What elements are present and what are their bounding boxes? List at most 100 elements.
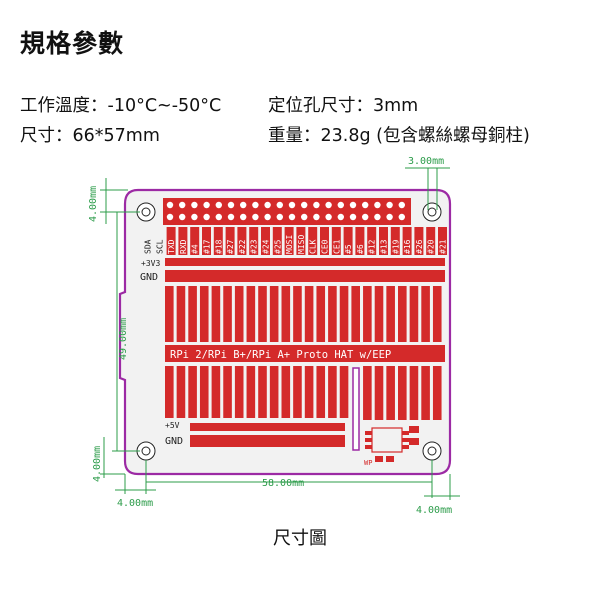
proto-strip <box>386 286 395 342</box>
gpio-pin <box>398 213 405 221</box>
gpio-pin <box>227 213 235 221</box>
proto-strip <box>281 366 291 418</box>
proto-strip <box>328 286 337 342</box>
proto-strip <box>188 366 197 418</box>
signal-column <box>225 227 235 255</box>
proto-strip <box>258 286 267 342</box>
gpio-pin <box>276 213 283 221</box>
signal-label: #5 <box>344 244 353 254</box>
signal-column <box>272 227 282 255</box>
proto-strip <box>211 286 221 342</box>
signal-label: #27 <box>226 239 235 254</box>
signal-label: SCL <box>155 239 164 254</box>
signal-column <box>178 227 188 255</box>
proto-strip <box>223 286 232 342</box>
gpio-pin <box>252 201 259 209</box>
proto-strip <box>304 286 314 342</box>
wp-label: WP <box>364 459 372 467</box>
proto-strip <box>432 366 442 420</box>
signal-column <box>367 227 377 255</box>
signal-column <box>343 227 353 255</box>
gpio-pin <box>166 201 174 209</box>
gpio-pin <box>325 213 332 221</box>
proto-strip <box>374 366 384 420</box>
gpio-pin <box>325 201 332 209</box>
rail-gnd-top-label: GND <box>140 272 158 283</box>
proto-strip <box>234 366 244 418</box>
proto-strip <box>339 366 349 418</box>
proto-strip <box>398 286 407 342</box>
proto-strip <box>363 286 372 342</box>
signal-label: #25 <box>273 239 282 254</box>
spec-mounting-hole: 定位孔尺寸：3mm <box>268 96 419 116</box>
gpio-pin <box>349 213 357 221</box>
signal-label: #17 <box>203 239 212 254</box>
gpio-pin <box>203 213 210 221</box>
signal-column <box>261 227 270 255</box>
signal-label: CE0 <box>321 239 330 254</box>
dim-hole-diameter <box>405 167 450 210</box>
gpio-pin <box>264 213 271 221</box>
rail-gnd-top <box>165 270 445 282</box>
signal-label: #6 <box>356 244 365 254</box>
gpio-pin <box>264 201 271 209</box>
signal-label: CE1 <box>332 239 341 254</box>
signal-label: RXD <box>179 239 188 254</box>
dim-hole-diameter-label: 3.00mm <box>408 156 444 167</box>
proto-strip <box>246 366 256 418</box>
gpio-pin <box>374 213 381 221</box>
proto-strip <box>398 366 407 420</box>
gpio-pin <box>301 201 308 209</box>
gpio-pin <box>252 213 259 221</box>
signal-label: TXD <box>167 239 176 254</box>
signal-column <box>190 227 200 255</box>
proto-strip <box>328 366 337 418</box>
signal-label: #13 <box>380 239 389 254</box>
dim-top-offset <box>100 178 140 224</box>
dim-hole-spacing-horizontal <box>146 460 433 498</box>
signal-column <box>237 227 247 255</box>
gpio-pin <box>179 201 186 209</box>
signal-column <box>202 227 211 255</box>
signal-column <box>331 227 341 255</box>
proto-strip <box>165 366 174 418</box>
proto-strip <box>246 286 256 342</box>
signal-column <box>379 227 388 255</box>
proto-strip <box>258 366 267 418</box>
proto-strip <box>293 286 302 342</box>
proto-strip <box>421 286 430 342</box>
proto-strip <box>316 366 326 418</box>
rail-gnd-bottom <box>190 435 345 447</box>
signal-label: #12 <box>368 239 377 254</box>
gpio-pin <box>191 213 198 221</box>
signal-column <box>166 227 176 255</box>
proto-strip <box>176 286 186 342</box>
signal-column <box>438 227 447 255</box>
gpio-pin <box>386 213 393 221</box>
signal-label: SDA <box>144 239 153 254</box>
proto-strip <box>374 286 384 342</box>
gpio-pin <box>288 213 296 221</box>
rail-5v-label: +5V <box>165 421 180 430</box>
gpio-pin <box>227 201 235 209</box>
diagram-caption: 尺寸圖 <box>273 528 327 549</box>
gpio-pin <box>337 201 344 209</box>
spec-size: 尺寸：66*57mm <box>20 126 160 146</box>
dim-right-offset <box>424 474 460 500</box>
proto-strip <box>199 286 209 342</box>
gpio-pin <box>362 213 369 221</box>
gpio-pin <box>240 213 247 221</box>
proto-strip <box>339 286 349 342</box>
gpio-header <box>163 198 411 225</box>
gpio-pin <box>313 213 320 221</box>
signal-column <box>213 227 223 255</box>
signal-label: #4 <box>191 244 200 254</box>
proto-strip <box>386 366 395 420</box>
proto-strip <box>409 366 419 420</box>
dim-top-offset-label: 4.00mm <box>88 186 99 222</box>
signal-label: #24 <box>262 239 271 254</box>
spec-operating-temp: 工作溫度：-10°C~-50°C <box>20 96 222 116</box>
proto-strip <box>351 286 360 342</box>
dim-bottom-offset <box>100 437 125 478</box>
proto-strip <box>281 286 291 342</box>
